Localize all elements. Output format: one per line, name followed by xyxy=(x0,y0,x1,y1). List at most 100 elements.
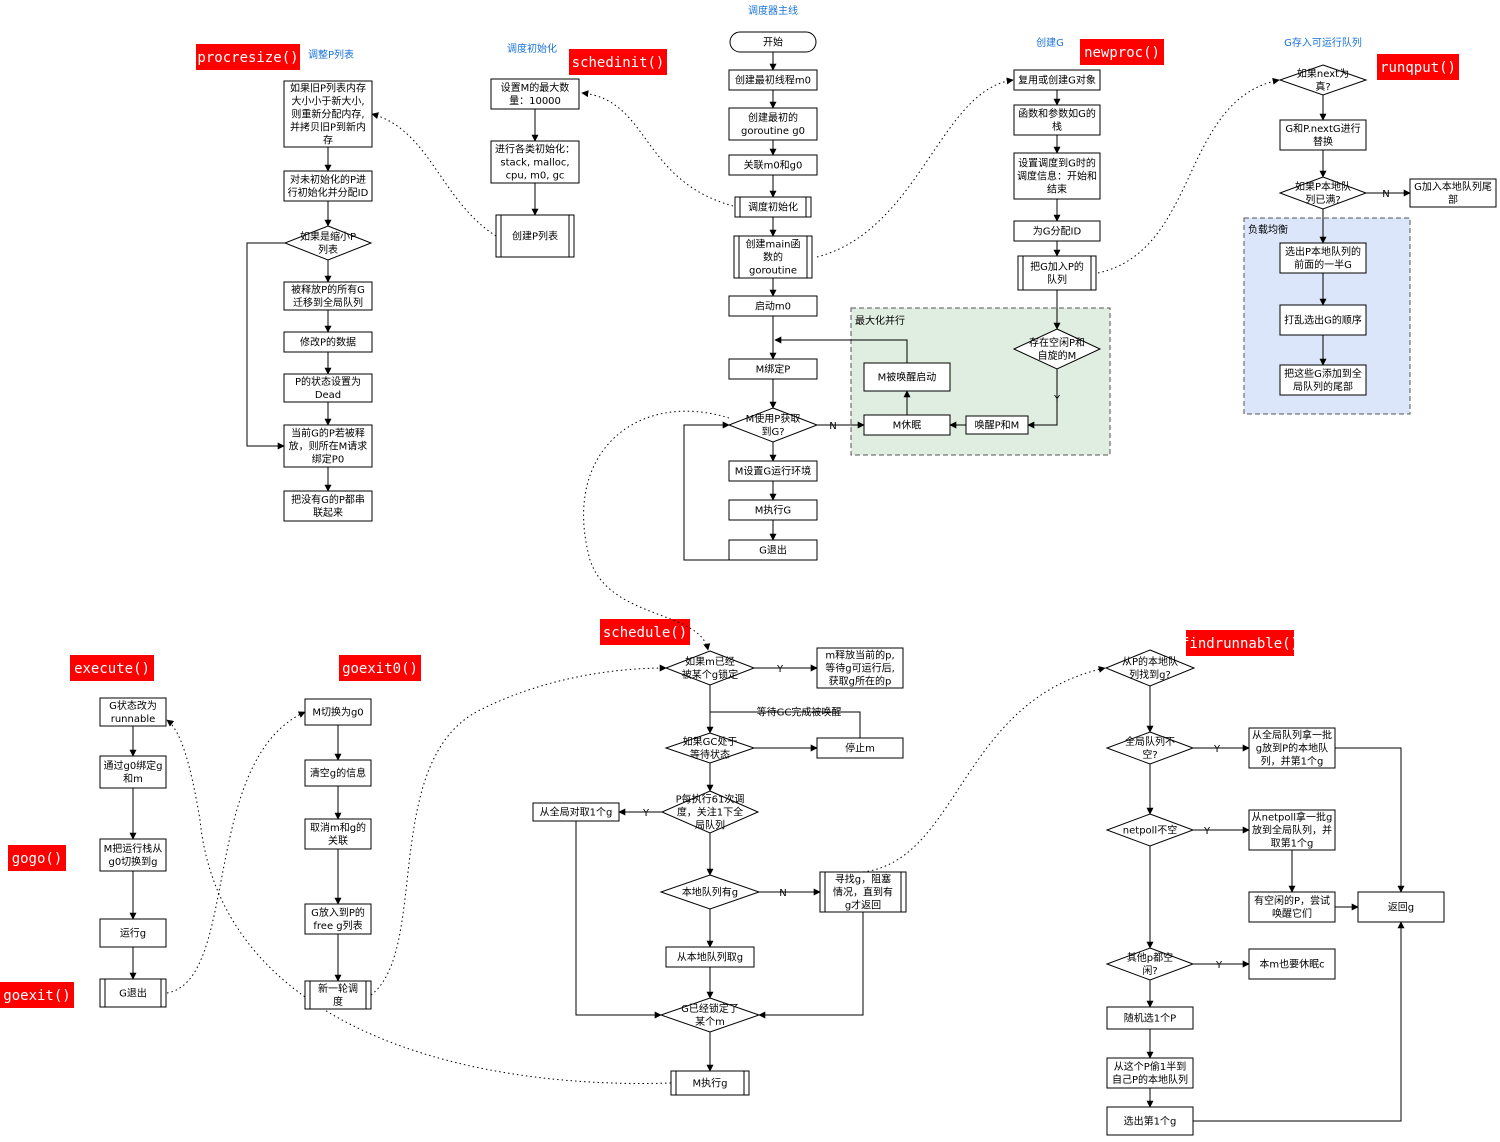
dot-s9-find xyxy=(862,665,1106,873)
node-gexit xyxy=(728,539,818,561)
node-e2 xyxy=(99,755,167,789)
node-s8 xyxy=(659,874,761,910)
node-link xyxy=(728,154,818,176)
node-g0 xyxy=(728,107,818,141)
node-x1-label: M切换为g0 xyxy=(312,706,363,719)
func-tag-schedule xyxy=(600,619,690,645)
region-load-balance-label: 负载均衡 xyxy=(1248,223,1288,236)
region-max-parallel-label: 最大化并行 xyxy=(855,314,905,327)
dot-np5-runqput xyxy=(1097,77,1280,274)
node-np3-label: 设置调度到G时的调度信息：开始和结束 xyxy=(1017,157,1097,196)
node-f7 xyxy=(1357,891,1445,923)
node-e1 xyxy=(99,697,167,727)
branch-label-2: N xyxy=(1382,189,1389,200)
func-tag-runqput-label: runqput() xyxy=(1380,60,1456,76)
node-np5-label: 把G加入P的队列 xyxy=(1030,260,1084,286)
node-bindp-label: M绑定P xyxy=(756,363,791,376)
node-x3 xyxy=(304,818,372,850)
node-f2-label: 全局队列不空? xyxy=(1125,735,1175,761)
branch-label-5: N xyxy=(779,888,786,899)
node-e5 xyxy=(99,978,167,1008)
dot-sinit-schedinit xyxy=(581,90,734,207)
edge-idle-y xyxy=(1027,369,1058,429)
node-s11 xyxy=(659,997,761,1033)
node-f2 xyxy=(1105,731,1195,765)
branch-label-8: Y xyxy=(1215,960,1223,971)
node-f6 xyxy=(1248,891,1336,923)
section-title-procresize: 调整P列表 xyxy=(308,48,354,61)
node-x5 xyxy=(304,980,372,1010)
node-pr7-label: 当前G的P若被释放，则所在M请求绑定P0 xyxy=(289,427,368,466)
dot-e5-goexit0 xyxy=(166,711,306,994)
section-title-newproc: 创建G xyxy=(1036,36,1064,49)
node-np2 xyxy=(1013,104,1101,136)
node-setenv-label: M设置G运行环境 xyxy=(735,465,811,478)
node-s8-label: 本地队列有g xyxy=(682,886,738,899)
node-bindp xyxy=(728,358,818,380)
node-e5-label: G退出 xyxy=(119,987,147,1000)
node-x2 xyxy=(304,759,372,787)
node-np1 xyxy=(1013,69,1101,91)
node-sleep-label: M休眠 xyxy=(893,420,922,432)
node-createp xyxy=(495,214,575,258)
node-wakepm xyxy=(965,415,1029,435)
node-idle-label: 存在空闲P和自旋的M xyxy=(1029,336,1085,362)
node-x1 xyxy=(304,698,372,726)
node-startm0-label: 启动m0 xyxy=(755,300,791,313)
node-x4 xyxy=(304,903,372,935)
node-start xyxy=(729,31,817,53)
node-pr8-label: 把没有G的P都串联起来 xyxy=(291,493,365,519)
node-idle xyxy=(1012,328,1102,370)
node-s1 xyxy=(664,650,756,686)
node-s7-label: 从全局对取1个g xyxy=(540,806,613,819)
node-s6-label: P每执行61次调度，关注1下全局队列 xyxy=(676,793,745,832)
node-rq7-label: 把这些G添加到全局队列的尾部 xyxy=(1284,367,1362,393)
func-tag-schedinit xyxy=(569,49,667,75)
node-f12-label: 选出第1个g xyxy=(1124,1115,1177,1128)
node-rq3-label: 如果P本地队列已满? xyxy=(1295,180,1351,206)
node-s6 xyxy=(660,790,760,834)
node-pr7 xyxy=(283,424,373,468)
node-execg xyxy=(728,499,818,521)
node-pr6 xyxy=(283,373,373,403)
node-rq1 xyxy=(1278,64,1368,96)
func-tag-goexit xyxy=(0,982,74,1008)
node-s2 xyxy=(816,647,904,689)
node-s5-label: 停止m xyxy=(845,742,875,755)
node-pr5-label: 修改P的数据 xyxy=(300,336,356,349)
func-tag-goexit-label: goexit() xyxy=(3,988,70,1004)
node-inits xyxy=(490,140,580,184)
branch-label-3: Y xyxy=(776,664,784,675)
node-f9 xyxy=(1248,948,1336,980)
node-f11 xyxy=(1106,1057,1194,1089)
node-getg-label: M使用P获取到G? xyxy=(746,412,801,438)
node-f4 xyxy=(1105,813,1195,847)
edge-s7-merge xyxy=(575,821,662,1019)
node-f1 xyxy=(1104,649,1196,687)
node-sinit xyxy=(734,196,812,218)
node-f11-label: 从这个P偷1半到自己P的本地队列 xyxy=(1112,1060,1188,1086)
node-f7-label: 返回g xyxy=(1388,902,1414,914)
node-sinit-label: 调度初始化 xyxy=(748,201,798,214)
node-rq5 xyxy=(1279,242,1367,274)
node-link-label: 关联m0和g0 xyxy=(744,159,803,172)
node-rq6-label: 打乱选出G的顺序 xyxy=(1284,314,1362,327)
node-np3 xyxy=(1013,152,1101,200)
node-f10-label: 随机选1个P xyxy=(1124,1012,1176,1025)
node-maxm-label: 设置M的最大数量：10000 xyxy=(501,81,570,107)
func-tag-gogo-label: gogo() xyxy=(12,851,63,867)
edge-s3-wait xyxy=(710,711,861,738)
func-tag-findrunnable-label: findrunnable() xyxy=(1181,636,1299,652)
node-rq4 xyxy=(1409,178,1497,208)
node-s11-label: G已经锁定了某个m xyxy=(681,1002,739,1028)
node-main xyxy=(733,235,813,279)
node-s10-label: 从本地队列取g xyxy=(677,951,743,964)
func-tag-schedule-label: schedule() xyxy=(603,625,687,641)
node-pr5 xyxy=(283,331,373,353)
